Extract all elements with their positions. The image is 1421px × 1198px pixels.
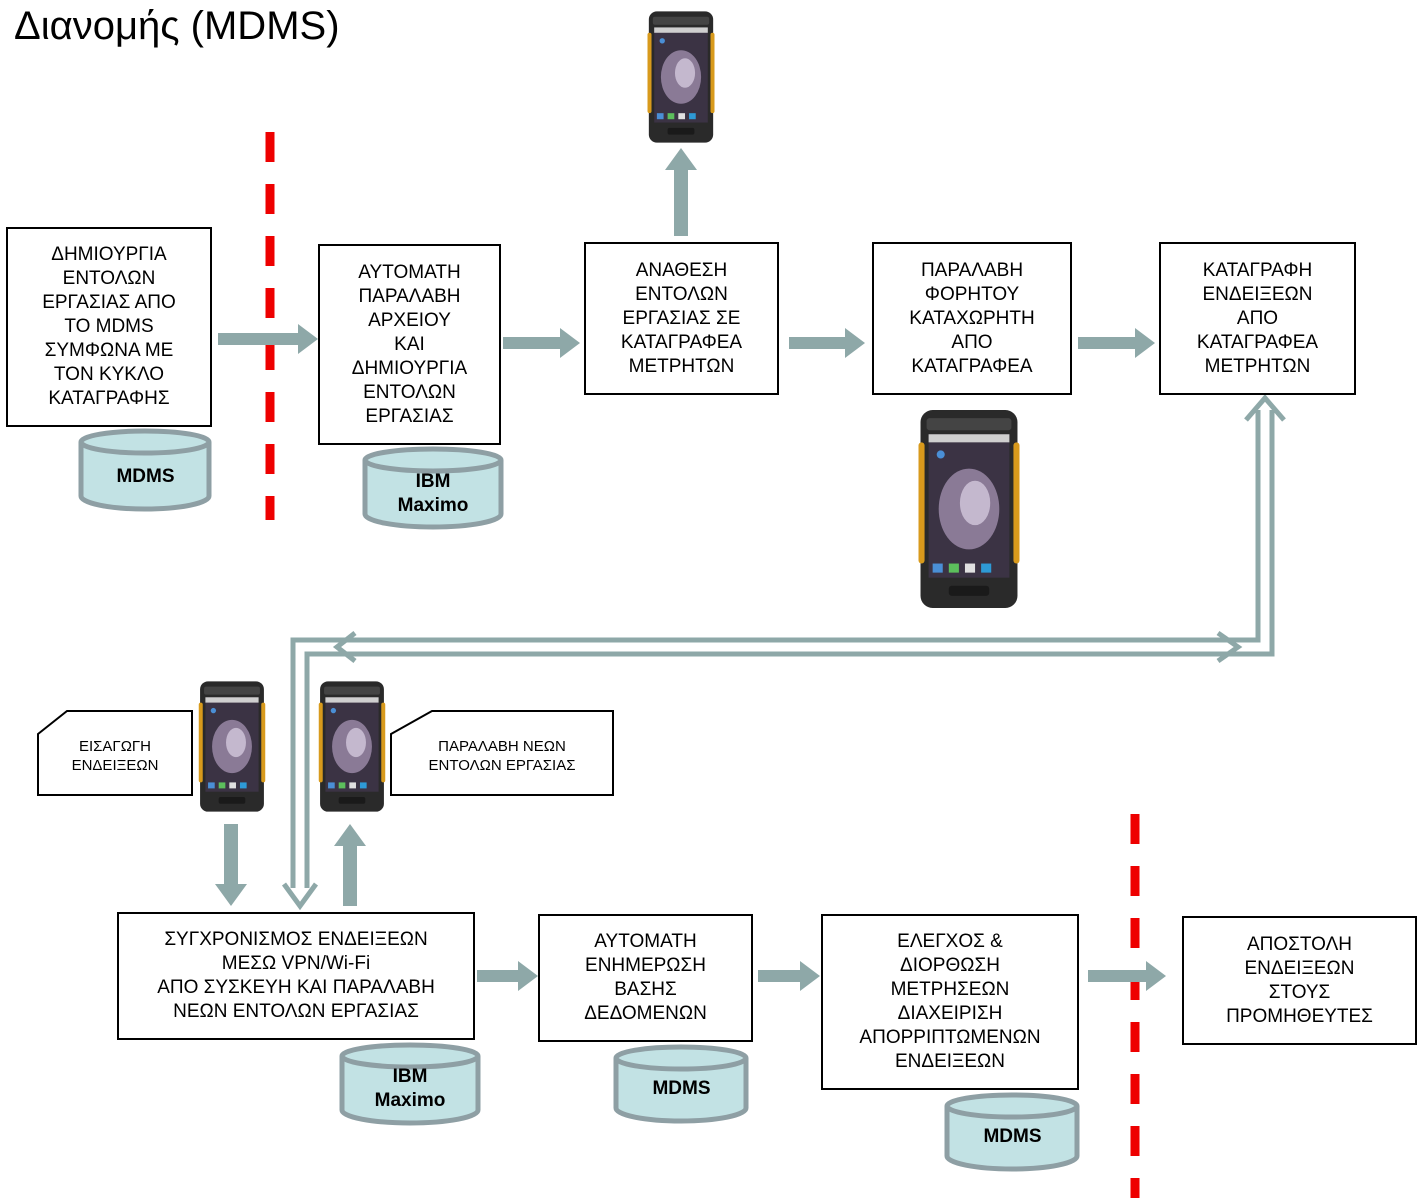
arrow-receive-to-assign [503, 328, 580, 358]
arrow-create-to-receive [218, 324, 318, 354]
smartphone-icon [318, 681, 386, 812]
db-maximo-bottom: IBM Maximo [339, 1042, 481, 1126]
note-receive-new-orders: ΠΑΡΑΛΑΒΗ ΝΕΩΝ ΕΝΤΟΛΩΝ ΕΡΓΑΣΙΑΣ [390, 710, 614, 796]
db-maximo-top-label: IBM Maximo [397, 471, 469, 516]
note-enter-readings: ΕΙΣΑΓΩΓΗ ΕΝΔΕΙΞΕΩΝ [37, 710, 193, 796]
db-maximo-bottom-label: IBM Maximo [374, 1066, 446, 1111]
database-cylinder-icon [362, 446, 504, 530]
step-create-work-orders: ΔΗΜΙΟΥΡΓΙΑ ΕΝΤΟΛΩΝ ΕΡΓΑΣΙΑΣ ΑΠΟ ΤΟ MDMS … [6, 227, 212, 427]
arrow-update-to-check [758, 961, 820, 991]
step-auto-receive-file-label: ΑΥΤΟΜΑΤΗ ΠΑΡΑΛΑΒΗ ΑΡΧΕΙΟΥ ΚΑΙ ΔΗΜΙΟΥΡΓΙΑ… [351, 261, 468, 427]
step-record-readings: ΚΑΤΑΓΡΑΦΗ ΕΝΔΕΙΞΕΩΝ ΑΠΟ ΚΑΤΑΓΡΑΦΕΑ ΜΕΤΡΗ… [1159, 242, 1356, 395]
database-cylinder-icon [339, 1042, 481, 1126]
step-assign-work-orders: ΑΝΑΘΕΣΗ ΕΝΤΟΛΩΝ ΕΡΓΑΣΙΑΣ ΣΕ ΚΑΤΑΓΡΑΦΕΑ Μ… [584, 242, 779, 395]
smartphone-icon [647, 11, 715, 143]
arrow-handheld-to-record [1078, 328, 1155, 358]
step-send-to-suppliers-label: ΑΠΟΣΤΟΛΗ ΕΝΔΕΙΞΕΩΝ ΣΤΟΥΣ ΠΡΟΜΗΘΕΥΤΕΣ [1226, 933, 1373, 1027]
db-mdms-bottom-2: MDMS [944, 1092, 1081, 1172]
step-auto-db-update: ΑΥΤΟΜΑΤΗ ΕΝΗΜΕΡΩΣΗ ΒΑΣΗΣ ΔΕΔΟΜΕΝΩΝ [538, 914, 753, 1042]
return-path-arrow [281, 394, 1286, 911]
database-cylinder-icon [78, 428, 212, 512]
step-record-readings-label: ΚΑΤΑΓΡΑΦΗ ΕΝΔΕΙΞΕΩΝ ΑΠΟ ΚΑΤΑΓΡΑΦΕΑ ΜΕΤΡΗ… [1196, 259, 1319, 377]
db-mdms-top-label: MDMS [116, 466, 175, 487]
db-maximo-top: IBM Maximo [362, 446, 504, 530]
smartphone-icon [198, 681, 266, 812]
db-mdms-bottom-1-label: MDMS [652, 1078, 711, 1099]
arrow-assign-to-handheld [789, 328, 865, 358]
arrow-sync-to-update [477, 961, 538, 991]
note-enter-readings-shape [37, 710, 193, 796]
arrow-assign-to-phone [665, 148, 697, 236]
step-receive-handheld-label: ΠΑΡΑΛΑΒΗ ΦΟΡΗΤΟΥ ΚΑΤΑΧΩΡΗΤΗ ΑΠΟ ΚΑΤΑΓΡΑΦ… [909, 259, 1035, 377]
step-receive-handheld: ΠΑΡΑΛΑΒΗ ΦΟΡΗΤΟΥ ΚΑΤΑΧΩΡΗΤΗ ΑΠΟ ΚΑΤΑΓΡΑΦ… [872, 242, 1072, 395]
arrow-phone-to-sync [215, 824, 247, 906]
smartphone-left [198, 680, 266, 813]
step-auto-receive-file: ΑΥΤΟΜΑΤΗ ΠΑΡΑΛΑΒΗ ΑΡΧΕΙΟΥ ΚΑΙ ΔΗΜΙΟΥΡΓΙΑ… [318, 244, 501, 445]
step-check-correct-label: ΕΛΕΓΧΟΣ & ΔΙΟΡΘΩΣΗ ΜΕΤΡΗΣΕΩΝ ΔΙΑΧΕΙΡΙΣΗ … [859, 931, 1041, 1072]
database-cylinder-icon [944, 1092, 1080, 1172]
db-mdms-top: MDMS [78, 428, 213, 512]
arrow-check-to-send [1088, 961, 1166, 991]
page-title: Διανομής (MDMS) [14, 4, 340, 48]
note-receive-new-orders-shape [390, 710, 614, 796]
smartphone-right [318, 680, 386, 813]
database-cylinder-icon [613, 1044, 749, 1124]
step-assign-work-orders-label: ΑΝΑΘΕΣΗ ΕΝΤΟΛΩΝ ΕΡΓΑΣΙΑΣ ΣΕ ΚΑΤΑΓΡΑΦΕΑ Μ… [620, 259, 743, 377]
db-mdms-bottom-2-label: MDMS [983, 1126, 1042, 1147]
step-create-work-orders-label: ΔΗΜΙΟΥΡΓΙΑ ΕΝΤΟΛΩΝ ΕΡΓΑΣΙΑΣ ΑΠΟ ΤΟ MDMS … [42, 244, 176, 409]
note-receive-new-orders-label: ΠΑΡΑΛΑΒΗ ΝΕΩΝ ΕΝΤΟΛΩΝ ΕΡΓΑΣΙΑΣ [428, 738, 576, 774]
note-enter-readings-label: ΕΙΣΑΓΩΓΗ ΕΝΔΕΙΞΕΩΝ [71, 738, 159, 774]
arrow-sync-to-phone [334, 824, 366, 906]
step-check-correct: ΕΛΕΓΧΟΣ & ΔΙΟΡΘΩΣΗ ΜΕΤΡΗΣΕΩΝ ΔΙΑΧΕΙΡΙΣΗ … [821, 914, 1079, 1090]
smartphone-middle [918, 408, 1020, 610]
smartphone-icon [918, 410, 1020, 608]
step-sync-readings-label: ΣΥΓΧΡΟΝΙΣΜΟΣ ΕΝΔΕΙΞΕΩΝ ΜΕΣΩ VPN/Wi-Fi ΑΠ… [157, 929, 435, 1022]
step-sync-readings: ΣΥΓΧΡΟΝΙΣΜΟΣ ΕΝΔΕΙΞΕΩΝ ΜΕΣΩ VPN/Wi-Fi ΑΠ… [117, 912, 475, 1040]
step-auto-db-update-label: ΑΥΤΟΜΑΤΗ ΕΝΗΜΕΡΩΣΗ ΒΑΣΗΣ ΔΕΔΟΜΕΝΩΝ [584, 931, 707, 1024]
db-mdms-bottom-1: MDMS [613, 1044, 750, 1124]
step-send-to-suppliers: ΑΠΟΣΤΟΛΗ ΕΝΔΕΙΞΕΩΝ ΣΤΟΥΣ ΠΡΟΜΗΘΕΥΤΕΣ [1182, 916, 1417, 1045]
smartphone-top [647, 10, 715, 144]
